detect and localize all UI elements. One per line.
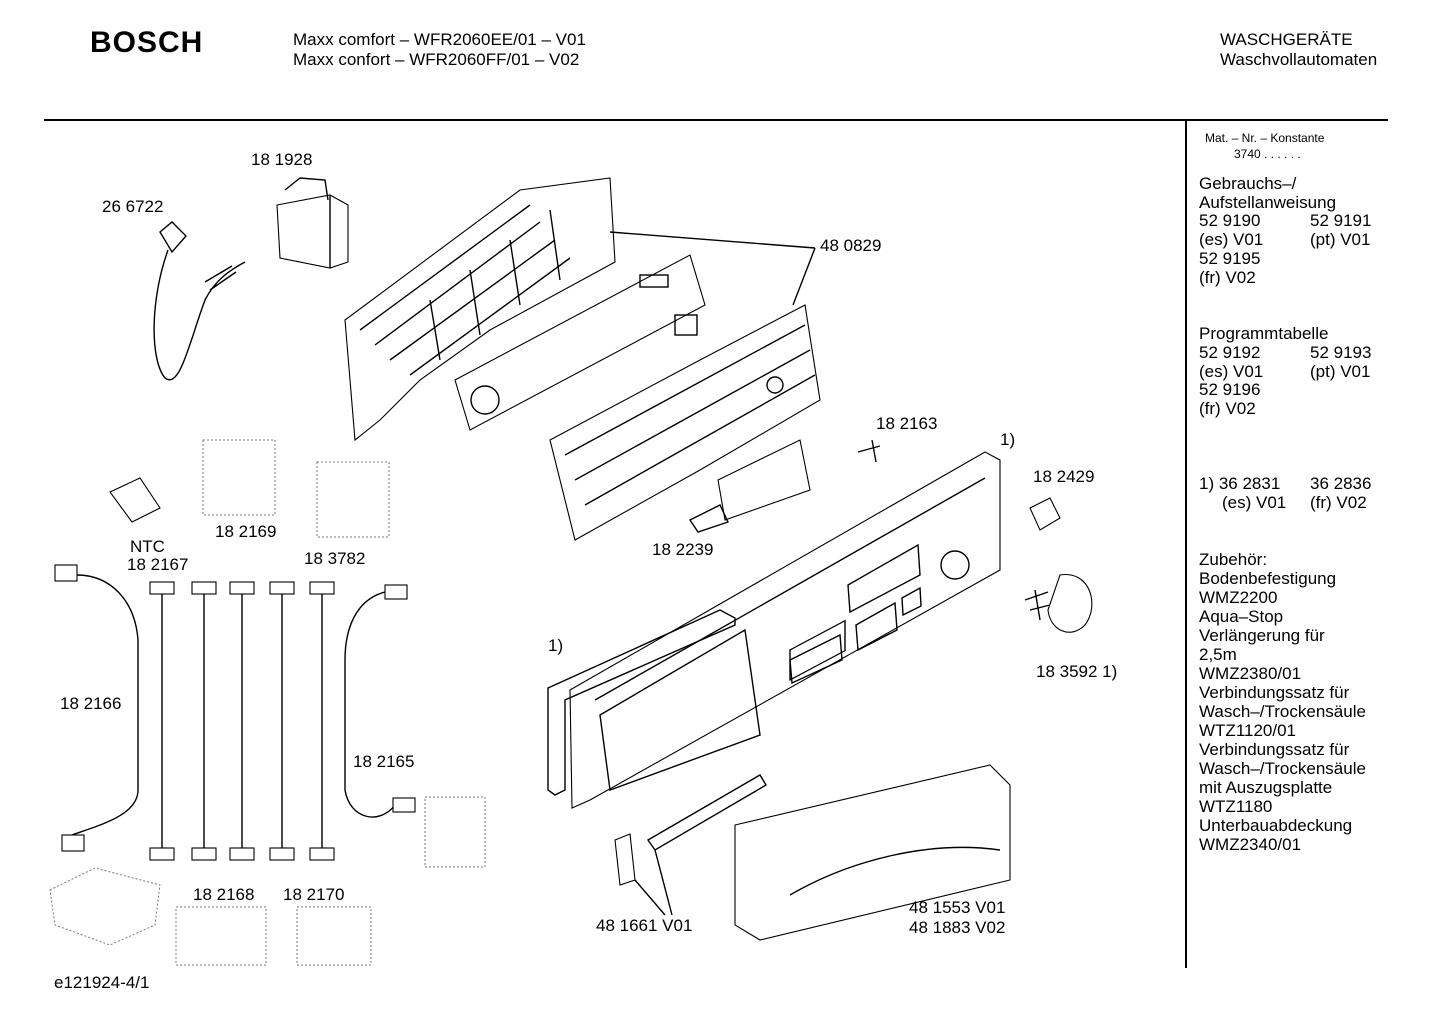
footnote-b-lang: (fr) V02 — [1310, 493, 1367, 512]
accessory-line: Wasch–/Trockensäule — [1199, 702, 1366, 721]
footnote-a-lang: (es) V01 — [1222, 493, 1287, 512]
manual-a-lang: (es) V01 — [1199, 230, 1264, 249]
drawing-code: e121924-4/1 — [54, 973, 150, 992]
reference-box-1 — [202, 439, 276, 516]
manual-b: 52 9191 — [1310, 211, 1372, 230]
label-182170: 18 2170 — [283, 885, 345, 904]
reference-box-4 — [175, 906, 267, 966]
label-182165: 18 2165 — [353, 752, 415, 771]
program-knob-drawing — [1024, 574, 1093, 633]
prog-a: 52 9192 — [1199, 343, 1261, 362]
label-480829: 48 0829 — [820, 236, 882, 255]
reference-box-2 — [316, 461, 390, 538]
label-182169: 18 2169 — [215, 522, 277, 541]
accessory-line: Aqua–Stop — [1199, 607, 1284, 626]
label-182163: 18 2163 — [876, 414, 938, 433]
label-footnote-1a: 1) — [1000, 430, 1016, 449]
label-182429: 18 2429 — [1033, 467, 1095, 486]
manual-b-lang: (pt) V01 — [1310, 230, 1371, 249]
switch-drawing — [1029, 497, 1061, 531]
brand-logo: BOSCH — [90, 26, 204, 59]
control-module-frame-drawing — [344, 177, 616, 442]
model-line-1: Maxx comfort – WFR2060EE/01 – V01 — [293, 30, 586, 49]
label-182239: 18 2239 — [652, 540, 714, 559]
label-182166: 18 2166 — [60, 694, 122, 713]
label-481553: 48 1553 V01 — [909, 898, 1006, 917]
model-line-2: Maxx confort – WFR2060FF/01 – V02 — [293, 50, 580, 69]
accessory-line: Verbindungssatz für — [1199, 740, 1350, 759]
reference-box-3 — [424, 796, 486, 868]
control-module-front-drawing — [549, 304, 821, 541]
reference-box-6 — [49, 867, 161, 946]
ntc-sensor-drawing — [109, 477, 161, 523]
header-divider — [44, 119, 1388, 121]
manual-a: 52 9190 — [1199, 211, 1261, 230]
prog-b-lang: (pt) V01 — [1310, 362, 1371, 381]
label-182167: 18 2167 — [127, 555, 189, 574]
manual-title-1: Gebrauchs–/ — [1199, 174, 1297, 193]
manual-c-lang: (fr) V02 — [1199, 268, 1256, 287]
category-subtitle: Waschvollautomaten — [1220, 50, 1378, 69]
label-481883: 48 1883 V02 — [909, 918, 1006, 937]
label-ntc: NTC — [130, 537, 165, 556]
prog-b: 52 9193 — [1310, 343, 1372, 362]
prog-title: Programmtabelle — [1199, 324, 1329, 343]
label-182168: 18 2168 — [193, 885, 255, 904]
prog-c-lang: (fr) V02 — [1199, 399, 1256, 418]
footnote-a: 1) 36 2831 — [1199, 474, 1281, 493]
drawer-handle-drawing — [734, 764, 1011, 941]
reference-box-5 — [296, 906, 372, 966]
circuit-board-drawing — [454, 254, 706, 431]
prog-c: 52 9196 — [1199, 380, 1261, 399]
footnote-b: 36 2836 — [1310, 474, 1372, 493]
accessory-line: WTZ1120/01 — [1199, 721, 1297, 740]
manual-c: 52 9195 — [1199, 249, 1261, 268]
interference-suppressor-drawing — [276, 177, 349, 269]
wiring-harness-drawing — [54, 564, 416, 861]
control-panel-fascia-drawing — [569, 451, 1001, 809]
accessory-line: WMZ2380/01 — [1199, 664, 1302, 683]
accessory-line: 2,5m — [1199, 645, 1237, 664]
label-183592: 18 3592 1) — [1036, 662, 1118, 681]
accessory-line: mit Auszugsplatte — [1199, 778, 1333, 797]
label-183782: 18 3782 — [304, 549, 366, 568]
accessory-line: Bodenbefestigung — [1199, 569, 1337, 588]
power-cord-drawing — [153, 221, 246, 381]
sidebar-divider — [1185, 119, 1187, 968]
display-window-drawing — [688, 439, 811, 533]
label-181928: 18 1928 — [251, 150, 313, 169]
accessory-line: WMZ2340/01 — [1199, 835, 1302, 854]
label-481661: 48 1661 V01 — [596, 916, 693, 935]
light-pipe-drawing — [857, 439, 881, 463]
category-title: WASCHGERÄTE — [1220, 30, 1353, 49]
accessory-line: Verbindungssatz für — [1199, 683, 1350, 702]
manual-title-2: Aufstellanweisung — [1199, 193, 1337, 212]
prog-a-lang: (es) V01 — [1199, 362, 1264, 381]
latch-drawing — [614, 774, 767, 916]
accessory-line: WMZ2200 — [1199, 588, 1278, 607]
exploded-parts-drawing — [49, 177, 1093, 966]
accessory-line: Unterbauabdeckung — [1199, 816, 1353, 835]
accessory-line: WTZ1180 — [1199, 797, 1273, 816]
gasket-drawing — [547, 609, 736, 796]
mat-label: Mat. – Nr. – Konstante — [1205, 131, 1325, 145]
label-266722: 26 6722 — [102, 197, 164, 216]
accessory-line: Wasch–/Trockensäule — [1199, 759, 1366, 778]
accessory-line: Verlängerung für — [1199, 626, 1325, 645]
mat-value: 3740 . . . . . . — [1234, 147, 1301, 161]
accessories-title: Zubehör: — [1199, 550, 1268, 569]
label-footnote-1b: 1) — [548, 636, 564, 655]
